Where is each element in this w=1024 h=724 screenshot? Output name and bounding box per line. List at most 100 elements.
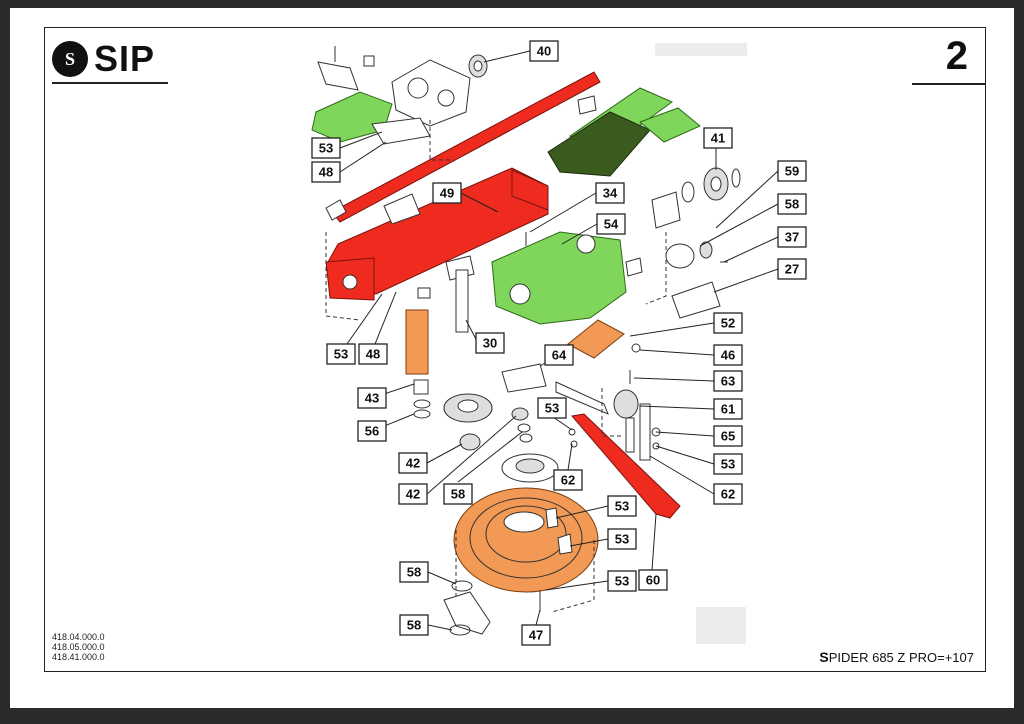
callout-62: 62 xyxy=(713,483,743,505)
washer-part xyxy=(413,399,431,409)
logo-underline xyxy=(52,82,168,84)
bearing-bore xyxy=(473,60,483,72)
callout-63: 63 xyxy=(713,370,743,392)
leader-line xyxy=(460,192,499,213)
leader-line xyxy=(426,443,463,464)
part-code: 418.41.000.0 xyxy=(52,652,105,662)
washer-part xyxy=(568,428,576,436)
leader-line xyxy=(339,141,387,173)
leader-line xyxy=(535,609,541,626)
assembly-line xyxy=(551,540,595,613)
callout-48: 48 xyxy=(311,161,341,183)
assembly-line xyxy=(325,232,361,321)
washer-part xyxy=(681,181,695,203)
callout-label: 48 xyxy=(319,165,333,180)
red-skid-arm xyxy=(571,413,681,519)
callout-label: 62 xyxy=(721,487,735,502)
page-number: 2 xyxy=(945,34,968,78)
fastener-part xyxy=(577,95,597,115)
assembly-line xyxy=(429,120,454,161)
leader-line xyxy=(651,513,657,571)
callout-label: 53 xyxy=(615,499,629,514)
orange-bushing xyxy=(405,309,429,375)
shaft-spline-end xyxy=(325,199,347,221)
callout-label: 49 xyxy=(440,186,454,201)
leader-line xyxy=(529,192,597,233)
callout-53: 53 xyxy=(311,137,341,159)
callout-label: 53 xyxy=(615,532,629,547)
callout-label: 58 xyxy=(785,197,799,212)
bent-bracket xyxy=(555,381,609,415)
ring-part xyxy=(665,243,695,269)
callout-label: 63 xyxy=(721,374,735,389)
bearing-part xyxy=(459,433,481,451)
callout-label: 65 xyxy=(721,429,735,444)
callout-label: 54 xyxy=(604,217,619,232)
leader-line xyxy=(649,455,715,495)
callout-label: 48 xyxy=(366,347,380,362)
housing-bore xyxy=(437,89,455,107)
callout-58: 58 xyxy=(399,614,429,636)
part-code-list: 418.04.000.0 418.05.000.0 418.41.000.0 xyxy=(52,632,105,662)
callout-53: 53 xyxy=(607,495,637,517)
blank-patch xyxy=(655,43,747,56)
callout-30: 30 xyxy=(475,332,505,354)
callout-label: 27 xyxy=(785,262,799,277)
brand-name: SIP xyxy=(94,38,156,79)
callout-label: 34 xyxy=(603,186,618,201)
spring-part xyxy=(613,389,639,419)
sip-logo-mark: S xyxy=(52,41,88,77)
leader-line xyxy=(655,445,715,465)
callout-56: 56 xyxy=(357,420,387,442)
knife-bolt xyxy=(545,507,559,529)
circlip-part xyxy=(731,168,741,188)
gearbox-bore xyxy=(576,234,596,254)
leader-line xyxy=(339,131,383,149)
callout-61: 61 xyxy=(713,398,743,420)
washer-part xyxy=(570,440,578,448)
callout-label: 53 xyxy=(545,401,559,416)
disc-ring xyxy=(485,505,567,563)
part-code: 418.05.000.0 xyxy=(52,642,105,652)
hub-part xyxy=(501,363,547,393)
orange-cutter-disc xyxy=(453,487,599,593)
bush-part xyxy=(413,379,429,395)
model-initial: S xyxy=(819,649,829,665)
bearing-bore xyxy=(710,176,722,192)
leader-line xyxy=(555,505,609,519)
leader-line xyxy=(655,431,715,437)
callout-label: 41 xyxy=(711,131,725,146)
callout-label: 53 xyxy=(319,141,333,156)
callout-37: 37 xyxy=(777,226,807,248)
crown-gear-bore xyxy=(457,399,479,413)
bearing-part xyxy=(511,407,529,421)
leader-line xyxy=(715,170,779,229)
callout-53: 53 xyxy=(607,570,637,592)
washer-part xyxy=(517,423,531,433)
washer-part xyxy=(413,409,431,419)
callout-60: 60 xyxy=(638,569,668,591)
universal-joint xyxy=(671,281,721,319)
leader-line xyxy=(629,322,715,337)
washer-part xyxy=(519,433,533,443)
page-number-underline xyxy=(912,83,985,85)
callout-label: 58 xyxy=(407,565,421,580)
leader-line xyxy=(723,236,779,263)
bevel-gear xyxy=(651,191,681,229)
leader-line xyxy=(639,349,715,356)
callout-48: 48 xyxy=(358,343,388,365)
gearbox-bore xyxy=(509,283,531,305)
bracket-part xyxy=(317,61,359,91)
part-code: 418.04.000.0 xyxy=(52,632,105,642)
callout-41: 41 xyxy=(703,127,733,149)
callout-47: 47 xyxy=(521,624,551,646)
callout-64: 64 xyxy=(544,344,574,366)
leader-line xyxy=(426,415,517,495)
callout-label: 42 xyxy=(406,487,420,502)
callout-label: 53 xyxy=(615,574,629,589)
callout-54: 54 xyxy=(596,213,626,235)
callout-label: 60 xyxy=(646,573,660,588)
leader-line xyxy=(633,377,715,382)
seal-part xyxy=(699,241,713,259)
